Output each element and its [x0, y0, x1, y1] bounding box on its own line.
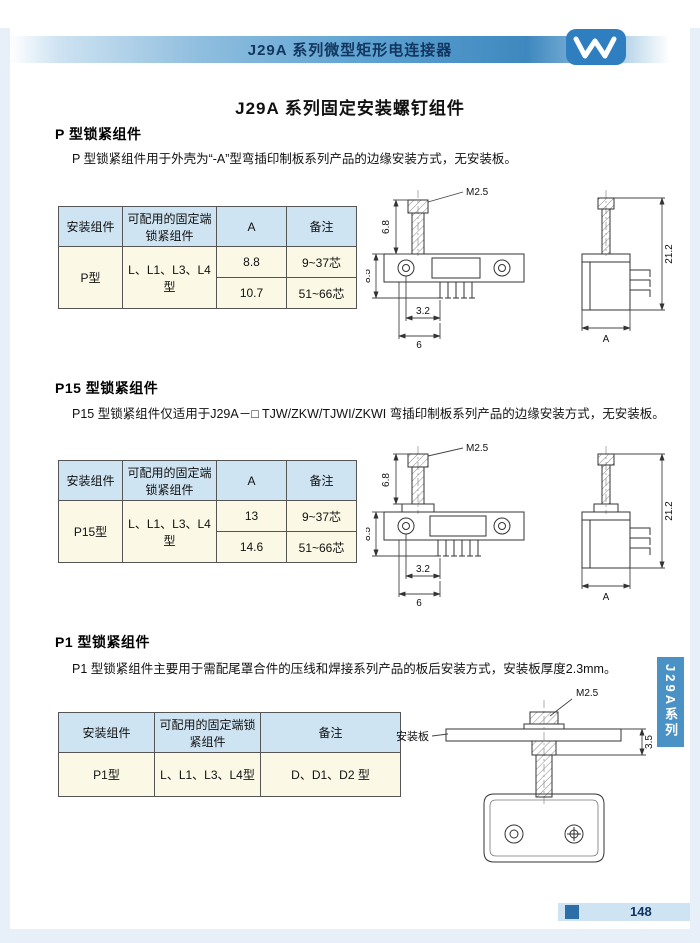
dim-label-total-height: 21.2 — [664, 244, 675, 264]
dim-label-thread: M2.5 — [576, 688, 599, 699]
section-p-heading: P 型锁紧组件 — [55, 126, 142, 142]
table-cell-group: P15型 — [58, 500, 123, 563]
table-cell-note: 9~37芯 — [286, 246, 357, 278]
section-p-description: P 型锁紧组件用于外壳为“-A”型弯插印制板系列产品的边缘安装方式，无安装板。 — [72, 152, 517, 166]
dim-label-thread: M2.5 — [466, 187, 489, 198]
p-type-technical-drawing: M2.5 6.8 8.5 3.2 6 21.2 A — [366, 187, 675, 351]
series-side-tab: J29A系列 — [657, 657, 684, 747]
header-title: J29A 系列微型矩形电连接器 — [247, 42, 453, 59]
table-cell-note: 51~66芯 — [286, 277, 357, 309]
page-title: J29A 系列固定安装螺钉组件 — [235, 99, 465, 118]
dim-label-w1: 3.2 — [416, 306, 430, 317]
side-view — [581, 446, 651, 569]
footer-accent-square — [565, 905, 579, 919]
dimension-lines — [431, 698, 646, 756]
table-cell-note: D、D1、D2 型 — [260, 752, 401, 797]
dim-label-w1: 3.2 — [416, 564, 430, 575]
dim-label-screw-height: 6.8 — [381, 473, 392, 487]
dim-label-body-height: 8.5 — [366, 269, 373, 283]
table-header-cell: 可配用的固定端锁紧组件 — [122, 206, 217, 247]
table-cell-fixed: L、L1、L3、L4型 — [154, 752, 261, 797]
footer-bar — [558, 903, 690, 921]
table-cell-fixed: L、L1、L3、L4型 — [122, 246, 217, 309]
side-view — [581, 190, 651, 311]
section-p1-description: P1 型锁紧组件主要用于需配尾罩合件的压线和焊接系列产品的板后安装方式，安装板厚… — [72, 662, 617, 676]
section-p15-table: 安装组件 可配用的固定端锁紧组件 A 备注 P15型 L、L1、L3、L4型 1… — [58, 460, 357, 563]
dimension-labels: M2.5 安装板 3.5 — [396, 688, 655, 749]
dim-label-w2: 6 — [416, 340, 422, 351]
page-margin-left — [0, 28, 10, 943]
p1-type-technical-drawing: M2.5 安装板 3.5 — [396, 688, 655, 863]
table-header-cell: 可配用的固定端锁紧组件 — [122, 460, 217, 501]
table-header-cell: A — [216, 460, 287, 501]
table-header-cell: 可配用的固定端锁紧组件 — [154, 712, 261, 753]
dim-label-body-height: 8.5 — [366, 527, 373, 541]
section-p1-heading: P1 型锁紧组件 — [55, 634, 151, 650]
dimension-lines — [372, 191, 665, 339]
dim-label-depth: A — [603, 592, 610, 603]
mounting-plate-label: 安装板 — [396, 729, 429, 743]
section-p15-heading: P15 型锁紧组件 — [55, 380, 159, 396]
contact-pins — [435, 540, 481, 557]
table-cell-group: P型 — [58, 246, 123, 309]
dim-label-w2: 6 — [416, 598, 422, 609]
section-p15-description: P15 型锁紧组件仅适用于J29A－□ TJW/ZKW/TJWI/ZKWI 弯插… — [72, 407, 665, 421]
table-cell-a: 14.6 — [216, 531, 287, 563]
dim-label-depth: A — [603, 334, 610, 345]
contact-pins — [437, 282, 475, 299]
page-number: 148 — [630, 904, 652, 919]
table-header-cell: 备注 — [286, 206, 357, 247]
table-cell-group: P1型 — [58, 752, 155, 797]
table-cell-note: 51~66芯 — [286, 531, 357, 563]
table-header-cell: 安装组件 — [58, 206, 123, 247]
dimension-labels: M2.5 6.8 8.5 3.2 6 21.2 A — [366, 443, 675, 609]
front-view — [383, 446, 525, 557]
dim-label-thread: M2.5 — [466, 443, 489, 454]
section-p1-table: 安装组件 可配用的固定端锁紧组件 备注 P1型 L、L1、L3、L4型 D、D1… — [58, 712, 401, 797]
table-cell-a: 8.8 — [216, 246, 287, 278]
dim-label-screw-height: 6.8 — [381, 220, 392, 234]
table-cell-note: 9~37芯 — [286, 500, 357, 532]
dim-label-total-height: 21.2 — [664, 501, 675, 521]
dimension-lines — [372, 447, 665, 597]
p15-type-technical-drawing: M2.5 6.8 8.5 3.2 6 21.2 A — [366, 443, 675, 609]
dim-label-plate-offset: 3.5 — [644, 735, 655, 749]
page-margin-bottom — [0, 929, 700, 943]
dimension-labels: M2.5 6.8 8.5 3.2 6 21.2 A — [366, 187, 675, 351]
table-header-cell: 备注 — [260, 712, 401, 753]
table-cell-a: 13 — [216, 500, 287, 532]
section-p-table: 安装组件 可配用的固定端锁紧组件 A 备注 P型 L、L1、L3、L4型 8.8… — [58, 206, 357, 309]
table-header-cell: 备注 — [286, 460, 357, 501]
rear-mount-view — [445, 700, 622, 863]
page-margin-right — [690, 28, 700, 943]
table-header-cell: A — [216, 206, 287, 247]
table-header-cell: 安装组件 — [58, 460, 123, 501]
table-cell-a: 10.7 — [216, 277, 287, 309]
front-view — [383, 190, 525, 299]
table-cell-fixed: L、L1、L3、L4型 — [122, 500, 217, 563]
brand-logo-icon — [566, 29, 626, 65]
table-header-cell: 安装组件 — [58, 712, 155, 753]
